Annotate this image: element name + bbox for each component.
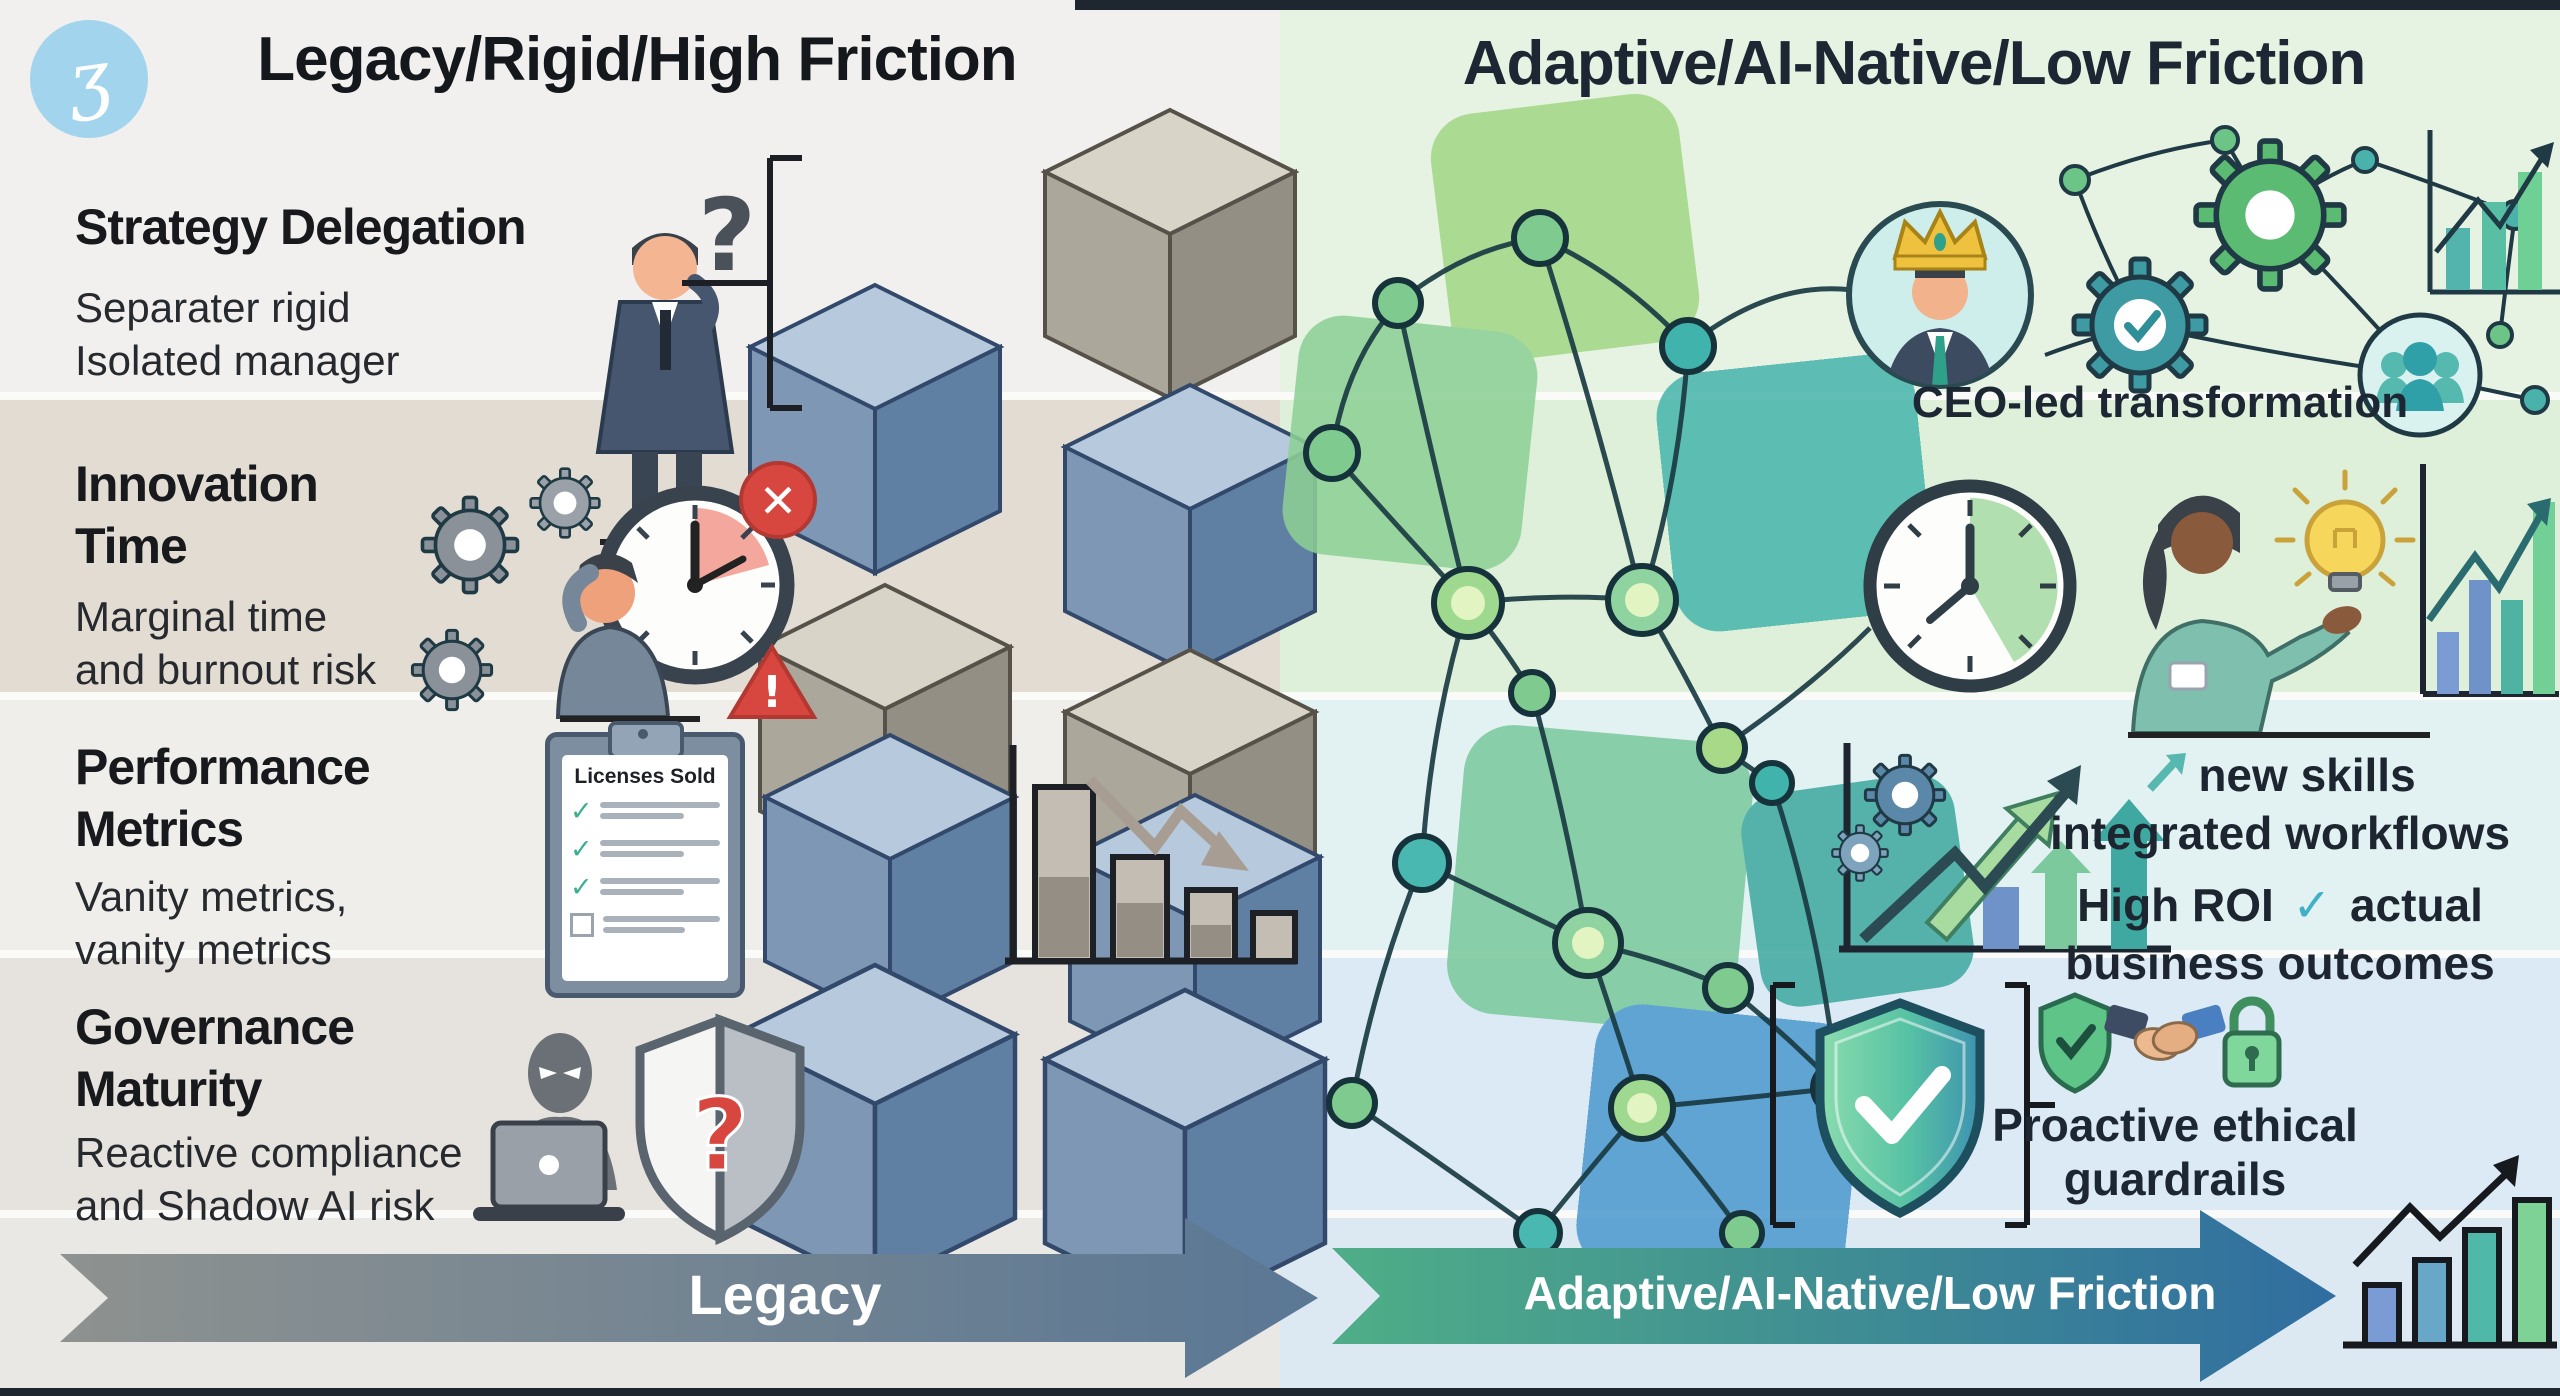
check-icon: ✓ xyxy=(570,871,593,902)
bracket-connector xyxy=(682,155,802,411)
growth-mini-chart-icon xyxy=(2427,130,2560,295)
down-arrow-icon xyxy=(1201,831,1249,871)
cluster-nodes xyxy=(2059,125,2550,415)
checklist-item: ✓ xyxy=(570,835,720,862)
roi-chart-icon xyxy=(1831,743,2171,953)
clipboard-clip xyxy=(608,721,684,759)
row2-title-line2: Time xyxy=(75,518,188,574)
row3-title-line2: Metrics xyxy=(75,801,244,857)
growth-chart-icon xyxy=(2420,464,2559,697)
woman-icon xyxy=(2130,495,2362,735)
row2-title-line1: Innovation xyxy=(75,456,319,512)
error-badge-icon: ✕ xyxy=(739,461,817,539)
green-gear-icon xyxy=(2196,141,2344,289)
innovator-idea-icon xyxy=(2128,469,2430,738)
brand-logo: ʒ xyxy=(30,20,148,138)
check-icon: ✓ xyxy=(570,795,593,826)
lock-icon xyxy=(2222,996,2282,1088)
lightbulb-icon xyxy=(2274,469,2416,592)
row4-title-line1: Governance xyxy=(75,999,355,1055)
row3-title-line1: Performance xyxy=(75,739,371,795)
question-mark-icon: ? xyxy=(698,177,756,294)
right-column-title: Adaptive/AI-Native/Low Friction xyxy=(1462,29,2367,98)
handshake-icon xyxy=(2104,1004,2226,1061)
crown-icon xyxy=(1892,207,1988,271)
clipboard-paper: Licenses Sold ✓ ✓ ✓ xyxy=(562,755,728,981)
bottom-border-strip xyxy=(0,1388,2560,1396)
left-column-title: Legacy/Rigid/High Friction xyxy=(257,25,1017,94)
hacker-icon xyxy=(473,1033,625,1221)
row1-subtext-1: Separater rigid xyxy=(75,284,351,331)
adaptive-arrow xyxy=(1332,1210,2336,1382)
check-icon: ✓ xyxy=(570,833,593,864)
guardrail-icons xyxy=(2038,992,2282,1094)
roi-text-line2: business outcomes xyxy=(2065,937,2495,989)
stressed-person-icon xyxy=(555,553,671,719)
checklist-item: ✓ xyxy=(570,797,720,824)
network-nodes xyxy=(1303,209,1866,1258)
left-bracket xyxy=(1770,982,1795,1228)
row2-subtext-2: and burnout risk xyxy=(75,646,377,693)
burnout-clock-icon: ✕ ! xyxy=(410,461,818,722)
clock-icon xyxy=(595,485,795,685)
shadow-ai-risk-icon: ? xyxy=(473,1013,805,1246)
row-separator xyxy=(0,392,2560,400)
clipboard-title: Licenses Sold xyxy=(574,765,716,788)
row4-subtext-2: and Shadow AI risk xyxy=(75,1182,435,1229)
row1-subtext-2: Isolated manager xyxy=(75,337,400,384)
clipboard-icon: Licenses Sold ✓ ✓ ✓ xyxy=(545,721,745,998)
right-bracket xyxy=(2005,982,2055,1228)
gear-icon xyxy=(1831,824,1889,882)
top-border-strip xyxy=(1075,0,2560,10)
checklist-item: ✓ xyxy=(570,873,720,900)
skills-text-line1: new skills xyxy=(2010,748,2550,802)
svg-text:!: ! xyxy=(762,667,782,718)
transition-arrows xyxy=(60,1210,2336,1382)
brand-logo-glyph: ʒ xyxy=(62,33,116,125)
warning-triangle-icon: ! xyxy=(726,643,818,719)
question-mark-icon: ? xyxy=(691,1077,749,1194)
skills-text-line2: integrated workflows xyxy=(2049,807,2511,859)
row4-subtext-1: Reactive compliance xyxy=(75,1129,463,1176)
row4-title-line2: Maturity xyxy=(75,1061,262,1117)
legacy-arrow-label: Legacy xyxy=(688,1263,882,1326)
row3-subtext-2: vanity metrics xyxy=(75,926,332,973)
check-icon: ✓ xyxy=(2292,879,2332,931)
checklist-item-unchecked xyxy=(570,911,720,938)
row1-title: Strategy Delegation xyxy=(75,199,527,255)
transformation-network-icon xyxy=(2044,125,2560,438)
check-icon xyxy=(1855,1066,1951,1144)
adaptive-arrow-label: Adaptive/AI-Native/Low Friction xyxy=(1523,1267,2217,1319)
declining-chart-icon xyxy=(1005,745,1298,965)
shield-check-icon xyxy=(2038,992,2112,1094)
legacy-arrow xyxy=(60,1218,1318,1378)
row3-subtext-1: Vanity metrics, xyxy=(75,873,348,920)
ceo-avatar-icon xyxy=(1846,201,2034,389)
svg-text:✕: ✕ xyxy=(759,474,798,528)
outcome-chart-icon xyxy=(2343,1155,2557,1349)
team-icon xyxy=(2357,312,2483,438)
adaptive-network xyxy=(1282,93,1974,1292)
ceo-caption: CEO-led transformation xyxy=(1911,378,2409,427)
up-arrow-icon xyxy=(2493,1155,2519,1187)
gear-icon xyxy=(1863,753,1947,837)
time-saved-clock-icon xyxy=(1863,479,2077,693)
empty-checkbox-icon xyxy=(570,912,594,937)
guardrails-caption-line2: guardrails xyxy=(2063,1153,2287,1205)
guardrails-caption-line1: Proactive ethical xyxy=(1992,1099,2358,1151)
up-arrow-icon xyxy=(2527,498,2551,526)
up-right-arrow-icon xyxy=(2147,753,2187,792)
roi-text-line1: High ROI ✓ actual xyxy=(2077,879,2483,931)
check-icon xyxy=(2124,310,2161,344)
up-arrow-icon xyxy=(2047,765,2081,805)
row2-subtext-1: Marginal time xyxy=(75,593,328,640)
governed-shield-icon xyxy=(1770,982,2055,1228)
risk-shield-icon: ? xyxy=(635,1013,805,1246)
